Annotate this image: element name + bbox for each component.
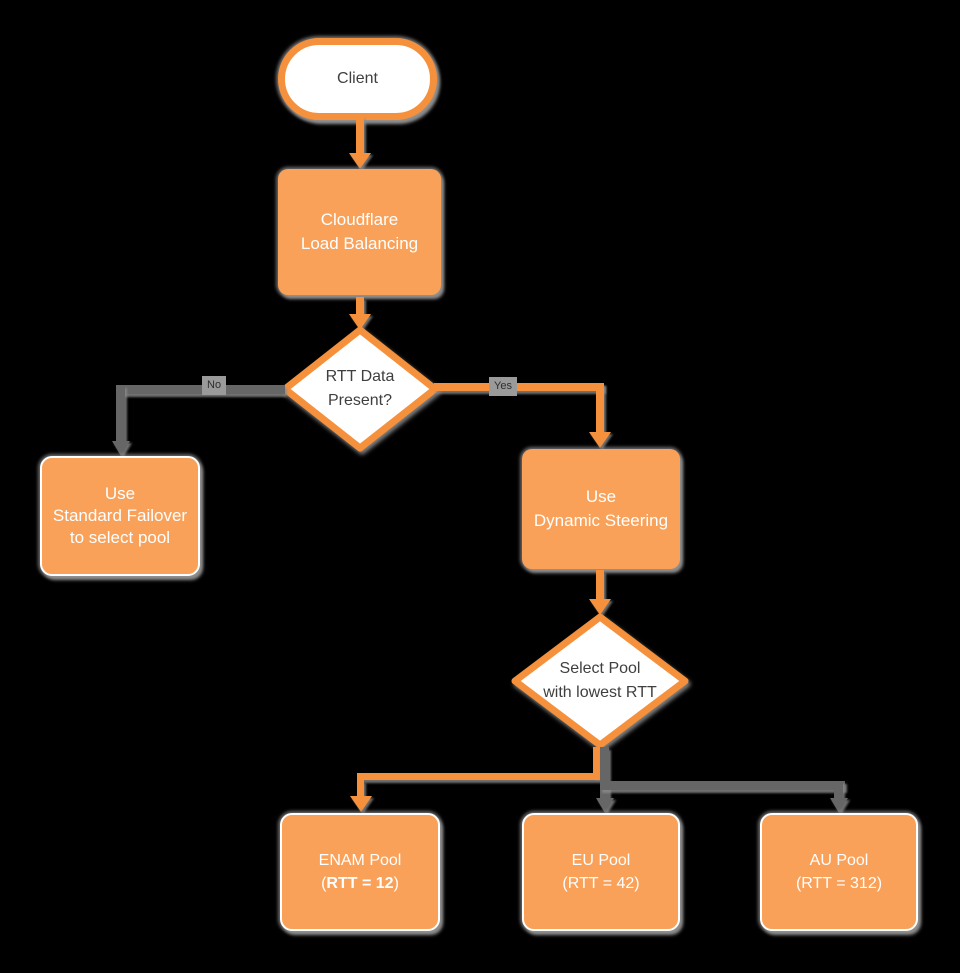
client-node: Client: [278, 38, 437, 120]
dynamic-steering-node: Use Dynamic Steering: [522, 449, 680, 569]
select-pool-node: Select Pool with lowest RTT: [511, 613, 689, 749]
arrowhead-into-au-icon: [830, 798, 848, 813]
arrowhead-into-lb-icon: [349, 153, 371, 169]
connector-to-au-vertical: [834, 781, 843, 798]
eu-pool-name: EU Pool: [571, 852, 631, 869]
standard-failover-line3: to select pool: [69, 528, 171, 547]
connector-to-enam-horizontal: [357, 773, 600, 780]
dynamic-steering-line2: Dynamic Steering: [533, 511, 669, 530]
load-balancer-line1: Cloudflare: [320, 210, 399, 229]
rtt-diamond-shape: [281, 326, 439, 452]
arrowhead-into-dynamic-icon: [589, 432, 611, 448]
au-pool-rtt: (RTT = 312): [796, 872, 882, 895]
dynamic-steering-line1: Use: [585, 487, 617, 506]
eu-pool-rtt: (RTT = 42): [562, 872, 639, 895]
connector-no-vertical: [116, 385, 125, 443]
eu-rtt-value: RTT = 42: [567, 875, 635, 892]
edge-label-yes: Yes: [489, 377, 517, 396]
standard-failover-node: Use Standard Failover to select pool: [40, 456, 200, 576]
connector-yes-horizontal: [434, 383, 604, 391]
arrowhead-into-eu-icon: [596, 798, 614, 813]
arrowhead-into-enam-icon: [350, 796, 372, 812]
connector-yes-vertical: [596, 383, 604, 433]
arrowhead-into-rtt-icon: [349, 314, 371, 330]
rtt-decision-line2: Present?: [327, 392, 393, 409]
au-rtt-open: (: [795, 875, 802, 892]
standard-failover-line1: Use: [104, 484, 136, 503]
load-balancer-line2: Load Balancing: [300, 234, 419, 253]
rtt-decision-line1: RTT Data: [325, 368, 395, 385]
connector-to-eu-vertical: [600, 747, 609, 798]
client-label: Client: [337, 70, 378, 87]
edge-label-no: No: [202, 376, 227, 395]
enam-pool-node: ENAM Pool (RTT = 12): [280, 813, 440, 931]
select-pool-line2: with lowest RTT: [543, 684, 657, 701]
enam-rtt-value: RTT = 12: [326, 875, 394, 892]
connector-no-horizontal: [118, 385, 285, 394]
eu-rtt-close: ): [634, 875, 640, 892]
standard-failover-line2: Standard Failover: [52, 506, 188, 525]
enam-rtt-close: ): [393, 875, 399, 892]
connector-to-au-horizontal: [600, 781, 845, 790]
select-pool-diamond-shape: [511, 613, 689, 749]
connector-select-down-orange: [593, 747, 600, 777]
enam-rtt-open: (: [321, 875, 327, 892]
au-pool-node: AU Pool (RTT = 312): [760, 813, 918, 931]
au-pool-name: AU Pool: [809, 852, 869, 869]
au-rtt-close: ): [876, 875, 883, 892]
enam-pool-name: ENAM Pool: [318, 852, 402, 869]
arrowhead-into-failover-icon: [112, 441, 130, 456]
arrowhead-into-select-icon: [589, 599, 611, 615]
eu-pool-node: EU Pool (RTT = 42): [522, 813, 680, 931]
connector-lb-to-rtt: [356, 297, 364, 317]
eu-rtt-open: (: [562, 875, 568, 892]
select-pool-line1: Select Pool: [559, 660, 641, 677]
connector-dynamic-to-select: [596, 570, 604, 601]
load-balancer-node: Cloudflare Load Balancing: [278, 169, 441, 295]
connector-to-enam-vertical: [357, 780, 364, 797]
rtt-decision-node: RTT Data Present?: [281, 326, 439, 452]
connector-client-to-lb: [356, 116, 364, 156]
enam-pool-rtt: (RTT = 12): [321, 872, 399, 895]
au-rtt-value: RTT = 312: [801, 875, 877, 892]
